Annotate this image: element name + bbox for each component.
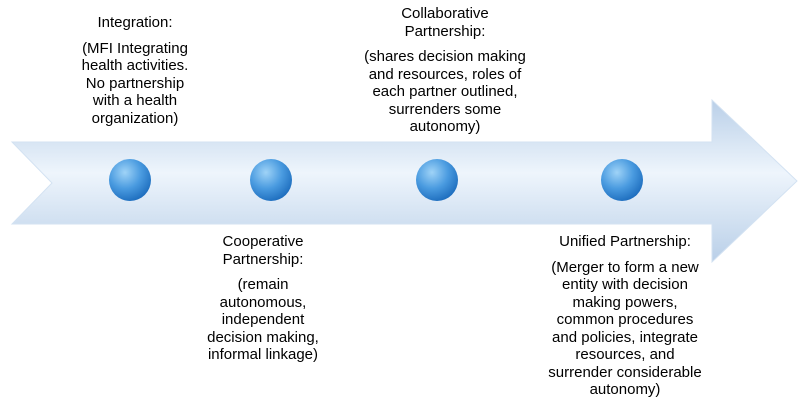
stage-marker-1 xyxy=(109,159,151,201)
stage-marker-3 xyxy=(416,159,458,201)
stage-description: (Merger to form a new entity with decisi… xyxy=(548,258,702,399)
stage-marker-4 xyxy=(601,159,643,201)
stage-unified-partnership: Unified Partnership: (Merger to form a n… xyxy=(520,233,730,399)
stage-description: (shares decision making and resources, r… xyxy=(364,48,526,135)
stage-title: Cooperative Partnership: xyxy=(222,233,304,268)
stage-collaborative-partnership: Collaborative Partnership: (shares decis… xyxy=(325,5,565,136)
timeline-arrow xyxy=(10,98,798,264)
stage-cooperative-partnership: Cooperative Partnership: (remain autonom… xyxy=(173,233,353,364)
stage-title: Unified Partnership: xyxy=(559,233,691,250)
stage-marker-2 xyxy=(250,159,292,201)
stage-description: (MFI Integrating health activities. No p… xyxy=(81,39,189,127)
stage-integration: Integration: (MFI Integrating health act… xyxy=(40,14,230,127)
stage-title: Integration: xyxy=(97,14,173,31)
stage-title: Collaborative Partnership: xyxy=(401,5,489,40)
stage-description: (remain autonomous, independent decision… xyxy=(207,276,319,363)
